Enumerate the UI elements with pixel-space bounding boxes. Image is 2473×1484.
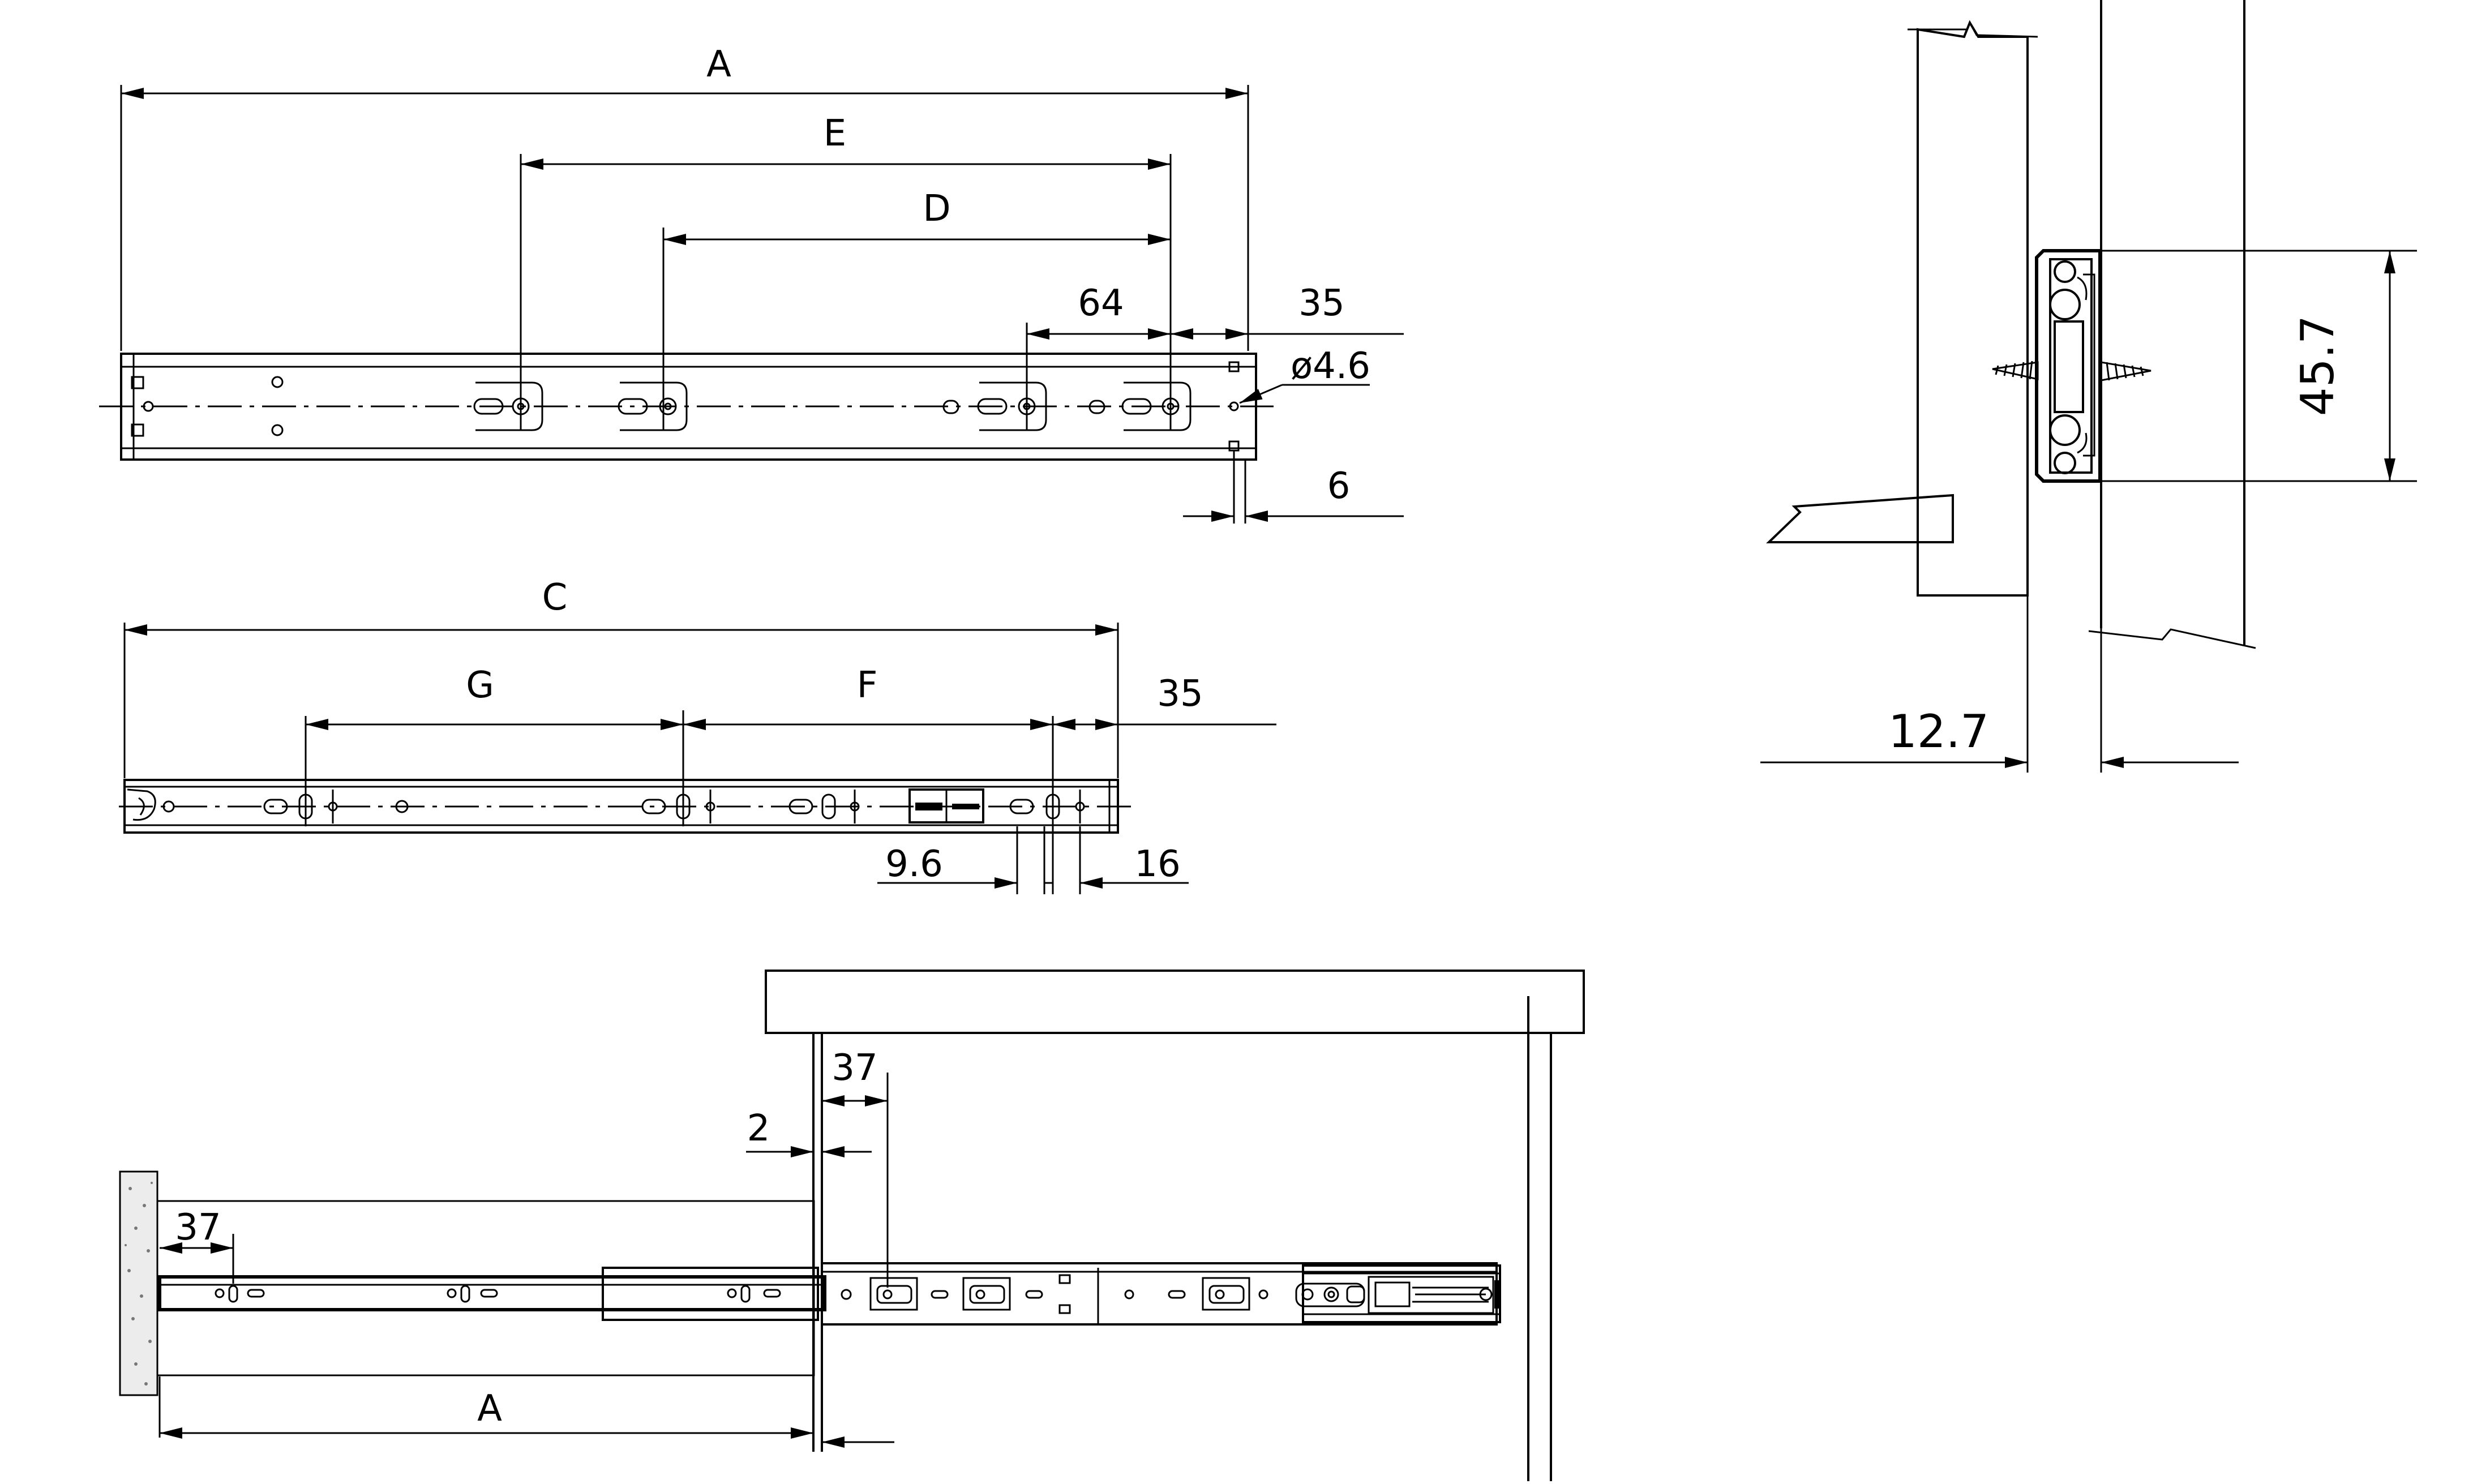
rear-mechanism xyxy=(1295,1264,1501,1323)
dim-9-6: 9.6 xyxy=(885,843,943,885)
dim-label-G: G xyxy=(466,664,494,706)
dim-label-A: A xyxy=(706,44,731,85)
drawer-side xyxy=(1917,20,2029,597)
dim-label-E: E xyxy=(824,113,846,155)
side-section-view: 45.7 12.7 xyxy=(1760,0,2417,773)
mid-rail-slot-3 xyxy=(1202,1277,1250,1311)
dim-35-top: 35 xyxy=(1298,282,1344,324)
front-panel xyxy=(765,970,1585,1034)
brand-plate xyxy=(908,788,984,824)
dim-diameter: ø4.6 xyxy=(1291,345,1370,387)
bottom-assembly-view: 37 2 37 A xyxy=(119,970,1585,1481)
dim-label-C: C xyxy=(542,577,568,619)
screw-left xyxy=(1992,361,2039,380)
mid-rail-slot-2 xyxy=(962,1277,1011,1311)
cabinet-outline xyxy=(156,1200,815,1376)
dim-64: 64 xyxy=(1078,282,1124,324)
dim-16: 16 xyxy=(1134,843,1180,885)
dim-2: 2 xyxy=(747,1108,770,1150)
wall-section xyxy=(119,1170,158,1396)
slide-profile xyxy=(2035,249,2102,483)
dim-label-D: D xyxy=(923,188,950,230)
dim-35-middle: 35 xyxy=(1157,673,1203,715)
dim-37-top: 37 xyxy=(832,1047,877,1089)
top-slide-view: A E D 64 35 ø4.6 6 xyxy=(99,44,1404,524)
dim-label-F: F xyxy=(857,664,878,706)
dim-45-7: 45.7 xyxy=(2291,315,2344,416)
dim-label-A-bottom: A xyxy=(477,1388,502,1430)
screw-right xyxy=(2100,361,2151,381)
outer-rail xyxy=(602,1267,819,1321)
middle-slide-view: C G F 35 9.6 16 xyxy=(119,577,1276,894)
dim-6: 6 xyxy=(1327,465,1351,507)
inner-rail xyxy=(158,1275,826,1311)
dim-37-left: 37 xyxy=(175,1207,221,1249)
dim-12-7: 12.7 xyxy=(1888,705,1989,758)
drawer-bottom xyxy=(1766,494,1954,543)
mid-rail-slot-1 xyxy=(869,1277,918,1311)
top-slot-group-2 xyxy=(618,381,688,431)
